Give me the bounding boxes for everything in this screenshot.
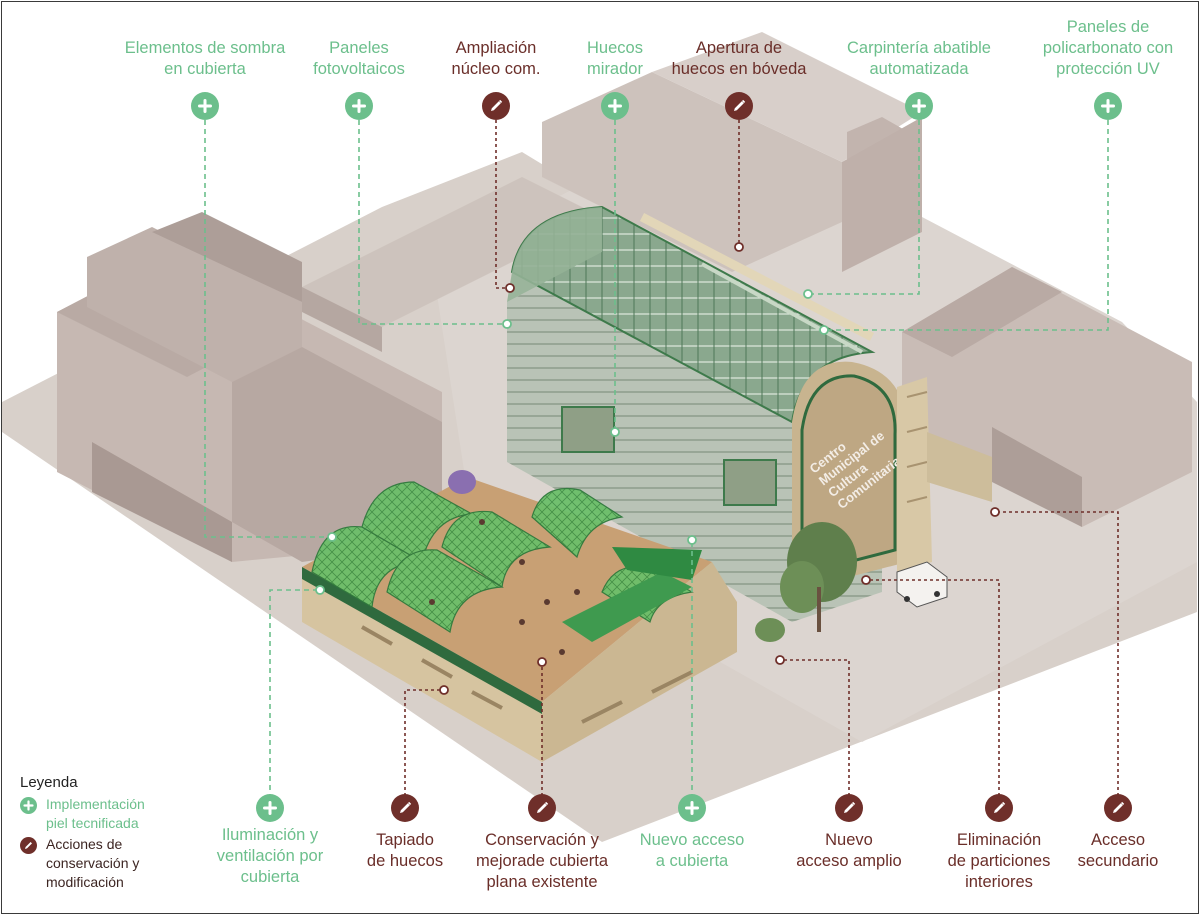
legend-title: Leyenda — [20, 774, 78, 791]
annotation-marker-apertura-boveda — [725, 92, 753, 120]
pencil-icon — [20, 837, 37, 854]
plus-icon — [607, 98, 623, 114]
annotation-label-cubierta-plana: Conservación y mejorade cubierta plana e… — [475, 831, 609, 891]
pencil-icon — [488, 98, 504, 114]
leader-lines-implementation — [204, 120, 1109, 808]
annotation-marker-cubierta-plana — [528, 794, 556, 822]
plus-icon — [911, 98, 927, 114]
annotation-label-ampliacion-nucleo: Ampliación núcleo com. — [451, 39, 541, 78]
plus-icon — [684, 800, 700, 816]
leader-endpoints — [315, 242, 1000, 695]
street-elements — [448, 470, 948, 642]
legend-item-implementation: Implementación piel tecnificada — [20, 795, 145, 833]
annotation-label-particiones: Eliminación de particiones interiores — [947, 831, 1051, 891]
annotation-marker-acceso-secundario — [1104, 794, 1132, 822]
existing-building — [302, 477, 737, 762]
annotation-label-carpinteria: Carpintería abatible automatizada — [846, 39, 991, 78]
plus-icon — [20, 797, 37, 814]
annotation-marker-acceso-amplio — [835, 794, 863, 822]
annotation-label-apertura-boveda: Apertura de huecos en bóveda — [671, 39, 807, 78]
pencil-icon — [731, 98, 747, 114]
annotation-marker-tapiado — [391, 794, 419, 822]
annotation-label-fotovoltaicos: Paneles fotovoltaicos — [313, 39, 405, 78]
annotation-label-acceso-amplio: Nuevo acceso amplio — [796, 831, 902, 870]
leader-lines-conservation — [404, 120, 1119, 808]
annotation-marker-huecos-mirador — [601, 92, 629, 120]
plus-icon — [262, 800, 278, 816]
pencil-icon — [397, 800, 413, 816]
annotation-label-huecos-mirador: Huecos mirador — [587, 39, 643, 78]
annotation-label-acceso-cubierta: Nuevo acceso a cubierta — [639, 831, 745, 870]
annotation-label-tapiado: Tapiado de huecos — [366, 831, 444, 870]
plus-icon — [197, 98, 213, 114]
legend-label-implementation: Implementación piel tecnificada — [46, 796, 145, 831]
annotation-marker-carpinteria — [905, 92, 933, 120]
annotation-marker-acceso-cubierta — [678, 794, 706, 822]
pencil-icon — [1110, 800, 1126, 816]
pencil-icon — [991, 800, 1007, 816]
annotation-label-sombra-cubierta: Elementos de sombra en cubierta — [124, 39, 286, 78]
annotation-label-iluminacion: Iluminación y ventilación por cubierta — [216, 826, 324, 886]
pencil-icon — [841, 800, 857, 816]
annotation-marker-ampliacion-nucleo — [482, 92, 510, 120]
annotation-label-acceso-secundario: Acceso secundario — [1077, 831, 1159, 870]
plus-icon — [351, 98, 367, 114]
annotation-marker-fotovoltaicos — [345, 92, 373, 120]
pencil-icon — [534, 800, 550, 816]
plus-icon — [1100, 98, 1116, 114]
annotation-marker-iluminacion — [256, 794, 284, 822]
annotation-marker-particiones — [985, 794, 1013, 822]
annotation-label-policarbonato: Paneles de policarbonato con protección … — [1042, 18, 1174, 78]
legend-label-conservation: Acciones de conservación y modificación — [46, 836, 140, 890]
annotation-marker-sombra-cubierta — [191, 92, 219, 120]
legend-item-conservation: Acciones de conservación y modificación — [20, 835, 145, 892]
annotation-marker-policarbonato — [1094, 92, 1122, 120]
legend: Leyenda Implementación piel tecnificada … — [20, 774, 145, 894]
